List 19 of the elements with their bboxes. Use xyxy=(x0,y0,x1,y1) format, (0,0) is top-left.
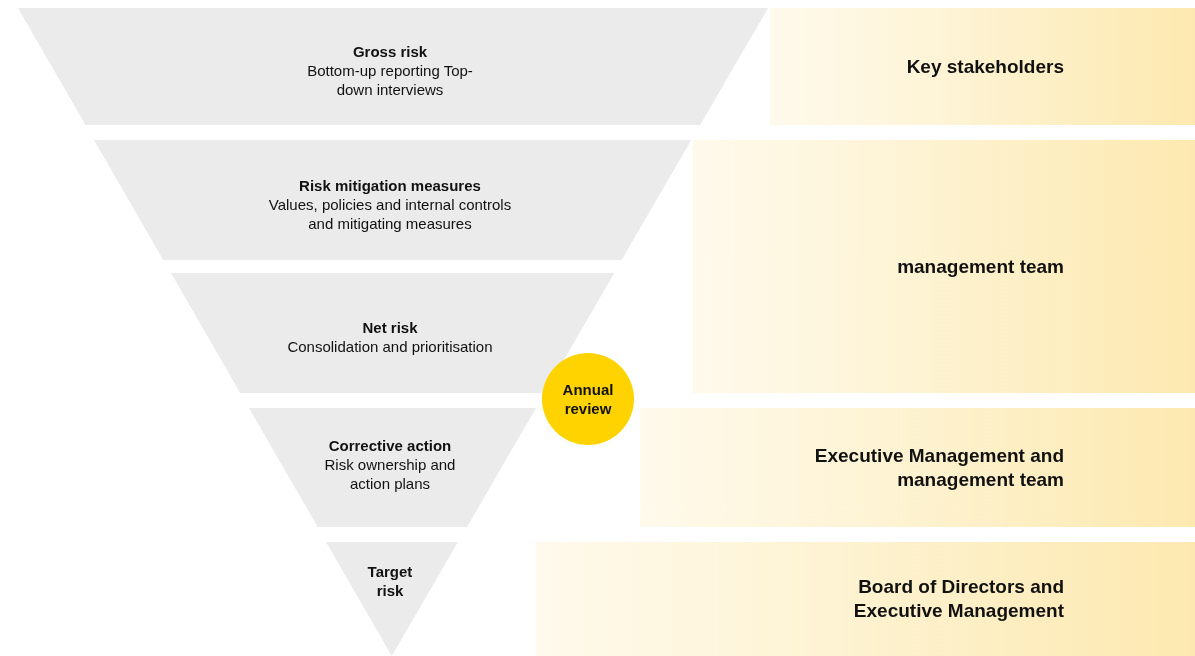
segment-heading: Target risk xyxy=(366,562,414,600)
segment-heading: Gross risk xyxy=(351,42,429,61)
stakeholder-label: Key stakeholders xyxy=(905,54,1064,79)
funnel-segment xyxy=(170,273,615,393)
stakeholder-band xyxy=(640,408,1195,527)
stakeholder-band xyxy=(536,542,1195,656)
segment-heading: Net risk xyxy=(361,318,419,337)
stakeholder-band xyxy=(693,140,1195,393)
segment-description: Bottom-up reporting Top-down interviews xyxy=(306,61,474,99)
segment-description: Risk ownership and action plans xyxy=(323,455,457,493)
segment-description: Consolidation and prioritisation xyxy=(286,337,494,356)
stakeholder-label: Board of Directors and Executive Management xyxy=(852,575,1064,623)
stakeholder-band xyxy=(770,8,1195,125)
segment-heading: Risk mitigation measures xyxy=(298,176,482,195)
stakeholder-label: management team xyxy=(896,254,1064,279)
segment-heading: Corrective action xyxy=(327,436,453,455)
stakeholder-label: Executive Management and management team xyxy=(813,443,1064,492)
segment-description: Values, policies and internal controls and mitigating measures xyxy=(267,195,513,233)
circle-label: Annual review xyxy=(561,380,615,418)
